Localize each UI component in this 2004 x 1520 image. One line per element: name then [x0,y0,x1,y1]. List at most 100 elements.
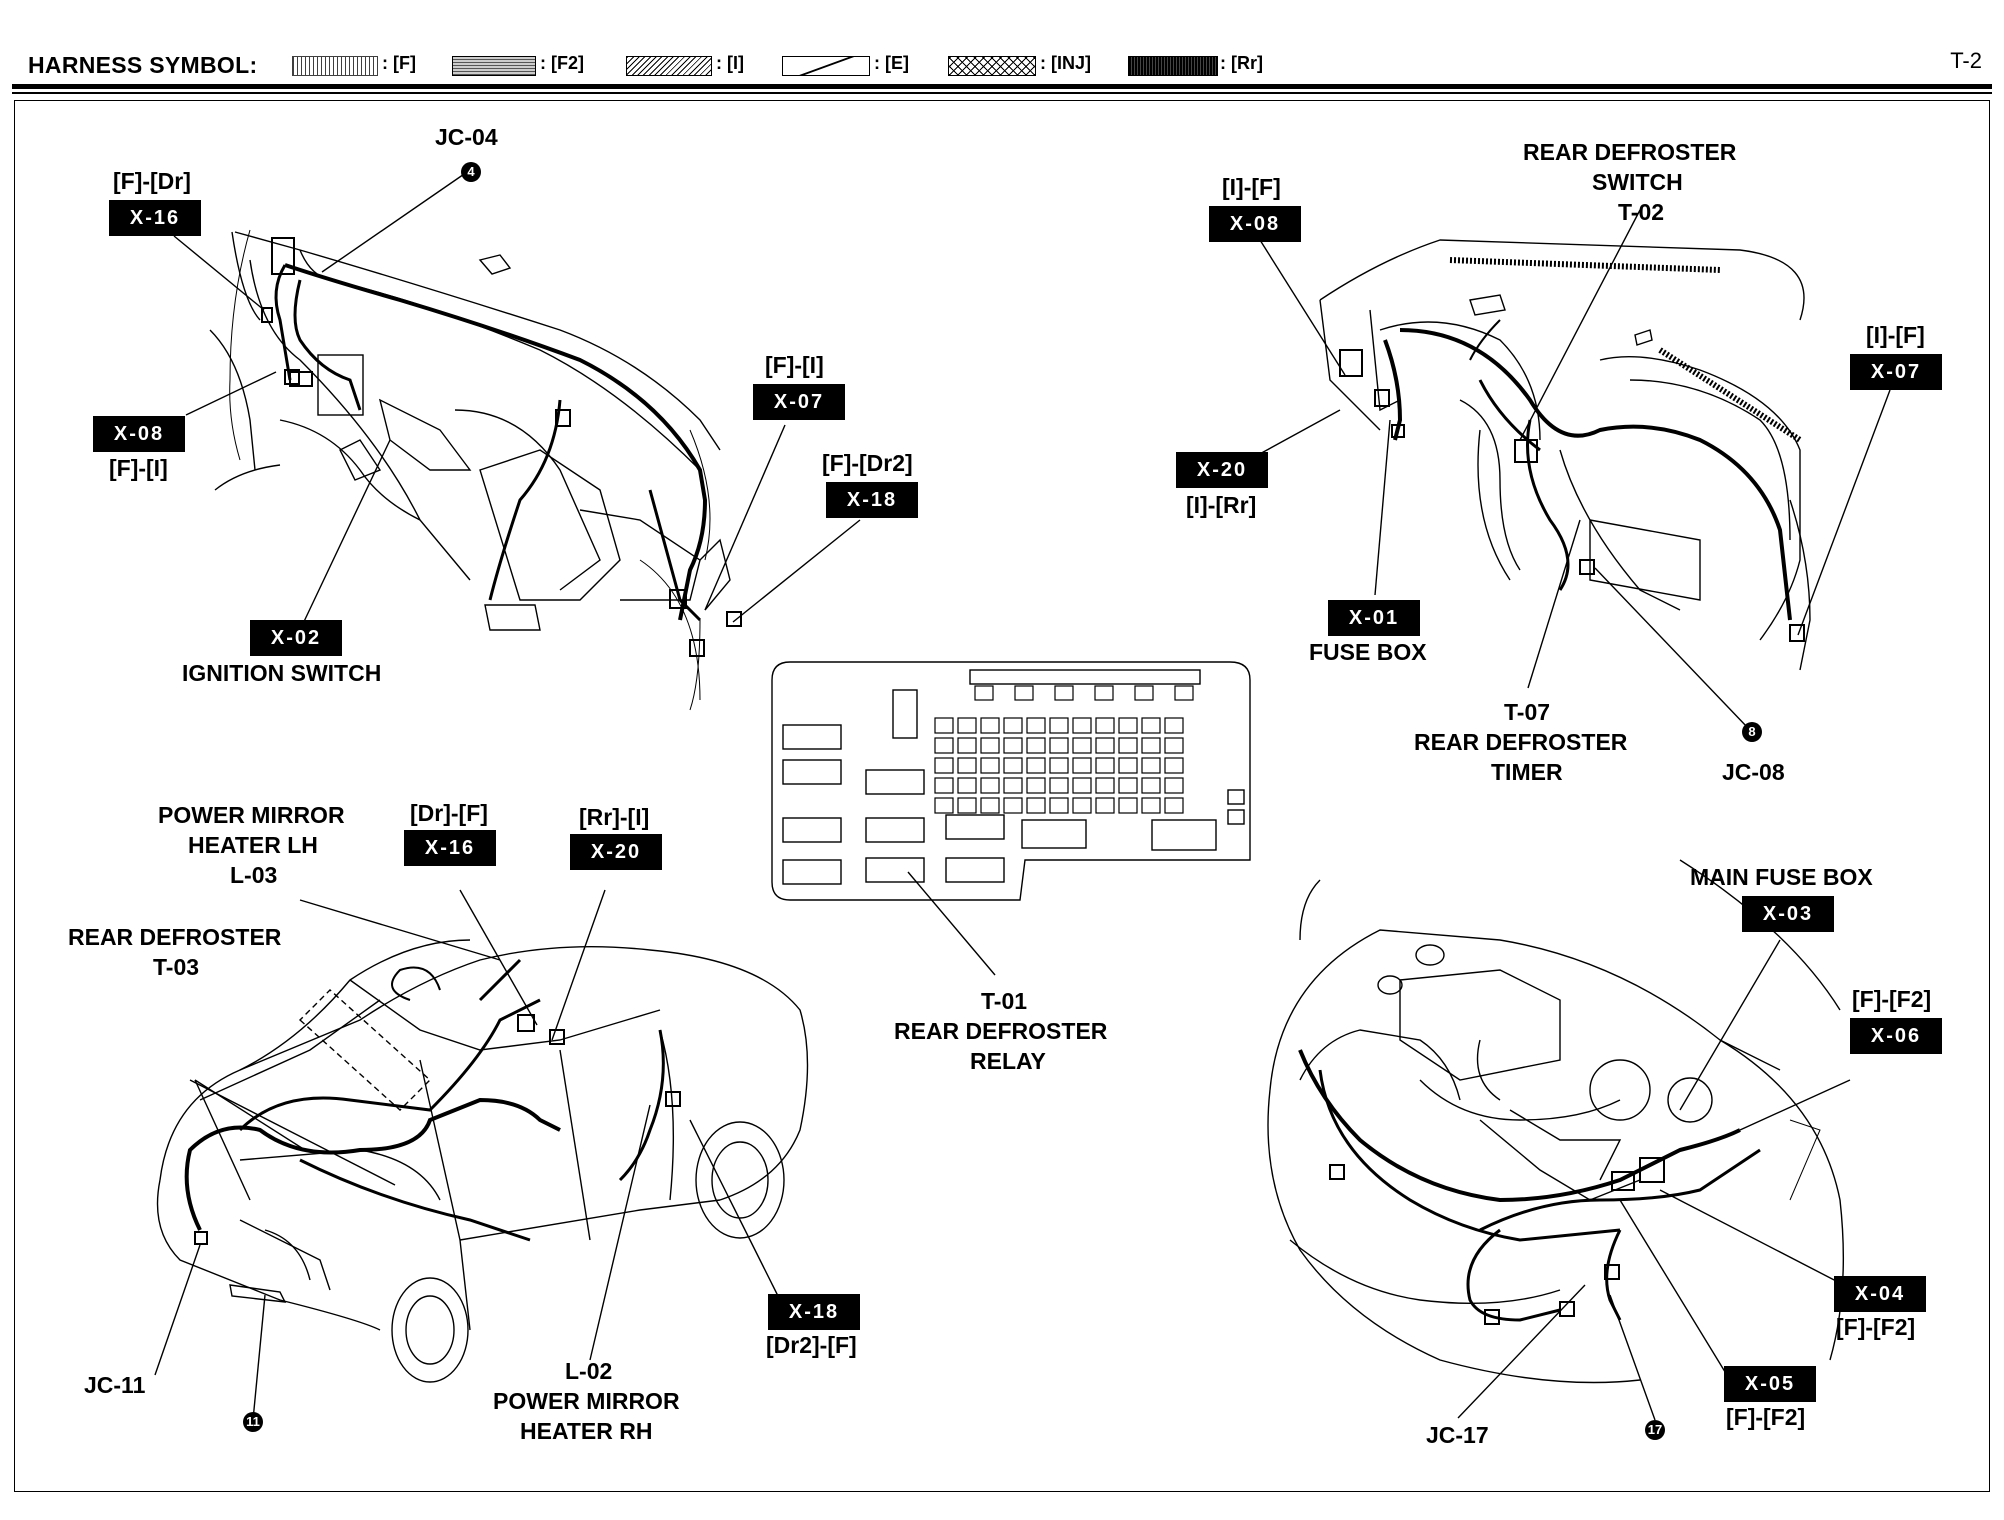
leader-l03 [299,899,501,961]
leader-x01 [1374,419,1391,596]
label-f-i-mid: [F]-[I] [765,352,824,378]
label-t07: T-07 [1504,699,1551,725]
page-number: T-2 [1950,48,1982,73]
label-f-dr2: [F]-[Dr2] [822,450,913,476]
leader-l02 [589,1104,651,1361]
symbol-f-swatch [292,56,378,76]
leader-x20-car [551,889,606,1041]
label-jc11: JC-11 [84,1372,146,1398]
junction-node-jc11: 11 [243,1412,263,1432]
label-rear-defroster-timer-2: TIMER [1491,759,1563,785]
symbol-e-swatch [782,56,870,76]
connector-x20-right: X-20 [1176,452,1268,488]
symbol-f2-label: : [F2] [540,53,584,73]
junction-node-jc04: 4 [461,162,481,182]
diagram-frame [14,100,1990,1492]
label-rear-defroster-switch-2: SWITCH [1592,169,1683,195]
connector-x07-mid: X-07 [753,384,845,420]
junction-node-jc17: 17 [1645,1420,1665,1440]
symbol-f2-swatch [452,56,536,76]
leader-jc08 [1594,567,1749,729]
symbol-rr-swatch [1128,56,1218,76]
leader-x02 [299,439,391,631]
junction-node-jc08: 8 [1742,722,1762,742]
dashboard-right-illustration [1319,239,1811,671]
label-power-mirror-lh-1: POWER MIRROR [158,802,345,828]
header-rule-thick [12,84,1992,89]
leader-x08-right [1259,239,1346,376]
label-t02: T-02 [1618,199,1665,225]
label-rear-defroster-relay: REAR DEFROSTER [894,1018,1108,1044]
label-rr-i: [Rr]-[I] [579,804,650,830]
label-fuse-box: FUSE BOX [1309,639,1427,665]
label-power-mirror-rh-2: HEATER RH [520,1418,653,1444]
header-rule-thin [12,92,1992,94]
leader-x07-right [1797,389,1891,636]
symbol-f-label: : [F] [382,53,416,73]
leader-jc11 [154,1244,201,1376]
leader-t03-c [189,1079,396,1186]
label-rear-defroster-switch: REAR DEFROSTER [1523,139,1737,165]
label-relay: RELAY [970,1048,1046,1074]
symbol-inj-swatch [948,56,1036,76]
label-f-f2-top: [F]-[F2] [1852,986,1932,1012]
label-f-f2-x05: [F]-[F2] [1726,1404,1806,1430]
leader-x07 [704,424,786,611]
fuse-box-panel [771,661,1251,901]
leader-x18-car [689,1119,781,1301]
label-i-f-far: [I]-[F] [1866,322,1925,348]
connector-x03: X-03 [1742,896,1834,932]
leader-x16-car [459,889,538,1026]
label-f-i-left: [F]-[I] [109,455,168,481]
connector-x07-right: X-07 [1850,354,1942,390]
label-power-mirror-rh-1: POWER MIRROR [493,1388,680,1414]
label-dr2-f: [Dr2]-[F] [766,1332,857,1358]
label-main-fuse-box: MAIN FUSE BOX [1690,864,1873,890]
connector-x18-mid: X-18 [826,482,918,518]
leader-t07 [1527,519,1581,689]
sedan-illustration [156,939,809,1383]
connector-x01: X-01 [1328,600,1420,636]
label-t03: T-03 [153,954,200,980]
connector-x06: X-06 [1850,1018,1942,1054]
label-power-mirror-lh-2: HEATER LH [188,832,318,858]
label-i-rr: [I]-[Rr] [1186,492,1257,518]
label-rear-defroster-timer: REAR DEFROSTER [1414,729,1628,755]
leader-x03 [1679,939,1781,1111]
connector-x18-car: X-18 [768,1294,860,1330]
harness-symbol-title: HARNESS SYMBOL: [28,52,258,78]
engine-bay-illustration [1267,859,1845,1384]
label-jc17: JC-17 [1426,1422,1489,1448]
leader-t03-b [194,1079,251,1201]
leader-x08 [185,371,277,416]
connector-x08-left: X-08 [93,416,185,452]
leader-t02 [1519,209,1641,441]
symbol-rr-label: : [Rr] [1220,53,1263,73]
connector-x08-right: X-08 [1209,206,1301,242]
connector-x04: X-04 [1834,1276,1926,1312]
symbol-e-label: : [E] [874,53,909,73]
connector-x20-car: X-20 [570,834,662,870]
leader-t01 [907,871,996,976]
leader-x04 [1659,1189,1841,1284]
connector-x16-car: X-16 [404,830,496,866]
connector-x02: X-02 [250,620,342,656]
symbol-i-label: : [I] [716,53,744,73]
label-jc08: JC-08 [1722,759,1785,785]
leader-jc17 [1457,1284,1586,1419]
leader-x05 [1619,1199,1731,1381]
leader-x16 [173,235,265,311]
label-ignition-switch: IGNITION SWITCH [182,660,382,686]
label-i-f-right: [I]-[F] [1222,174,1281,200]
connector-x05: X-05 [1724,1366,1816,1402]
label-rear-defroster-t03: REAR DEFROSTER [68,924,282,950]
leader-x18 [732,519,861,623]
label-t01: T-01 [981,988,1028,1014]
symbol-inj-label: : [INJ] [1040,53,1091,73]
label-jc04: JC-04 [435,124,498,150]
leader-jc17-node [1609,1294,1656,1421]
label-dr-f: [Dr]-[F] [410,800,488,826]
dashboard-left-illustration [209,229,742,711]
leader-x06 [1739,1079,1851,1131]
